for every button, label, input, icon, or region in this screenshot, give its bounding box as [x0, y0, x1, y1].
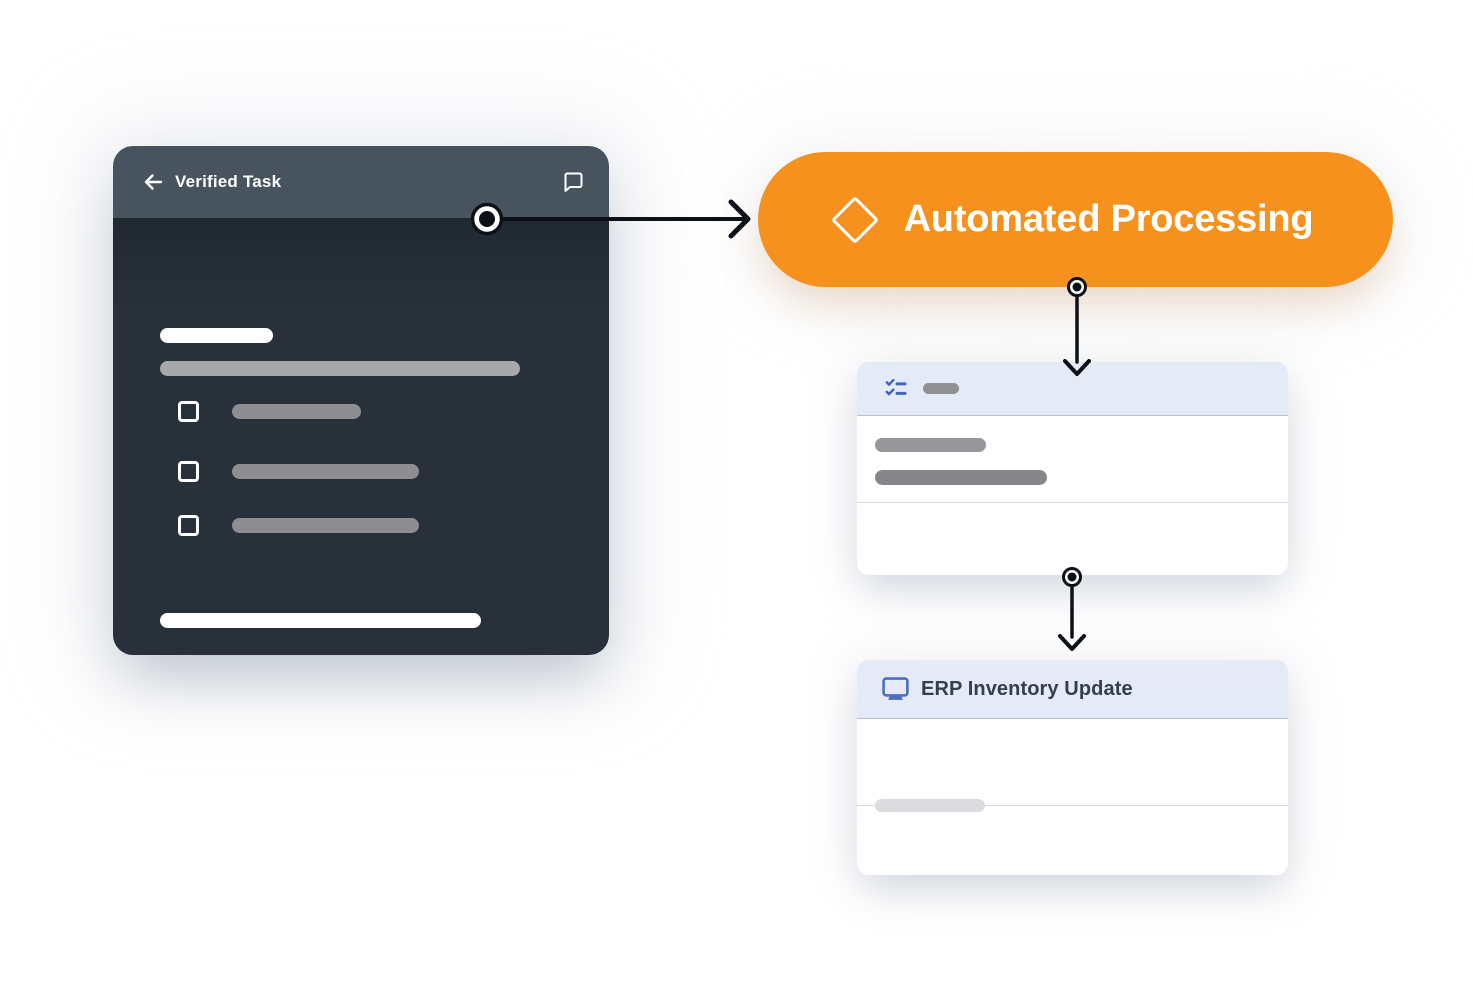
subtask-card-header [857, 362, 1288, 416]
arrowhead-down-icon [1058, 634, 1086, 651]
checkbox[interactable] [178, 401, 199, 422]
verified-task-card: Verified Task [113, 146, 609, 655]
erp-card-header: ERP Inventory Update [857, 660, 1288, 719]
skeleton-footer-bar [160, 613, 481, 628]
checklist-row [178, 401, 361, 422]
chat-bubble-icon[interactable] [561, 170, 585, 194]
checklist-icon [884, 377, 908, 401]
erp-card-title: ERP Inventory Update [921, 677, 1133, 700]
automated-processing-node[interactable]: Automated Processing [758, 152, 1393, 287]
checklist-row [178, 515, 419, 536]
skeleton-subtitle-bar [160, 361, 520, 376]
checkbox[interactable] [178, 515, 199, 536]
erp-inventory-card[interactable]: ERP Inventory Update [857, 660, 1288, 875]
skeleton-bar [232, 404, 361, 419]
checklist-row [178, 461, 419, 482]
subtask-card[interactable] [857, 362, 1288, 575]
task-card-title: Verified Task [175, 172, 282, 191]
skeleton-bar [232, 464, 419, 479]
process-pill-label: Automated Processing [903, 198, 1314, 240]
card-divider [857, 502, 1288, 503]
skeleton-bar [875, 438, 986, 452]
arrowhead-right-icon [728, 199, 751, 239]
skeleton-header-pill [923, 383, 959, 394]
back-arrow-icon[interactable] [141, 170, 165, 194]
skeleton-bar [875, 470, 1047, 485]
skeleton-title-bar [160, 328, 273, 343]
task-card-header: Verified Task [113, 146, 609, 218]
monitor-icon [882, 676, 909, 702]
diamond-icon [830, 195, 879, 244]
task-card-body [113, 218, 609, 655]
checkbox[interactable] [178, 461, 199, 482]
skeleton-bar [232, 518, 419, 533]
card-divider [857, 805, 1288, 806]
